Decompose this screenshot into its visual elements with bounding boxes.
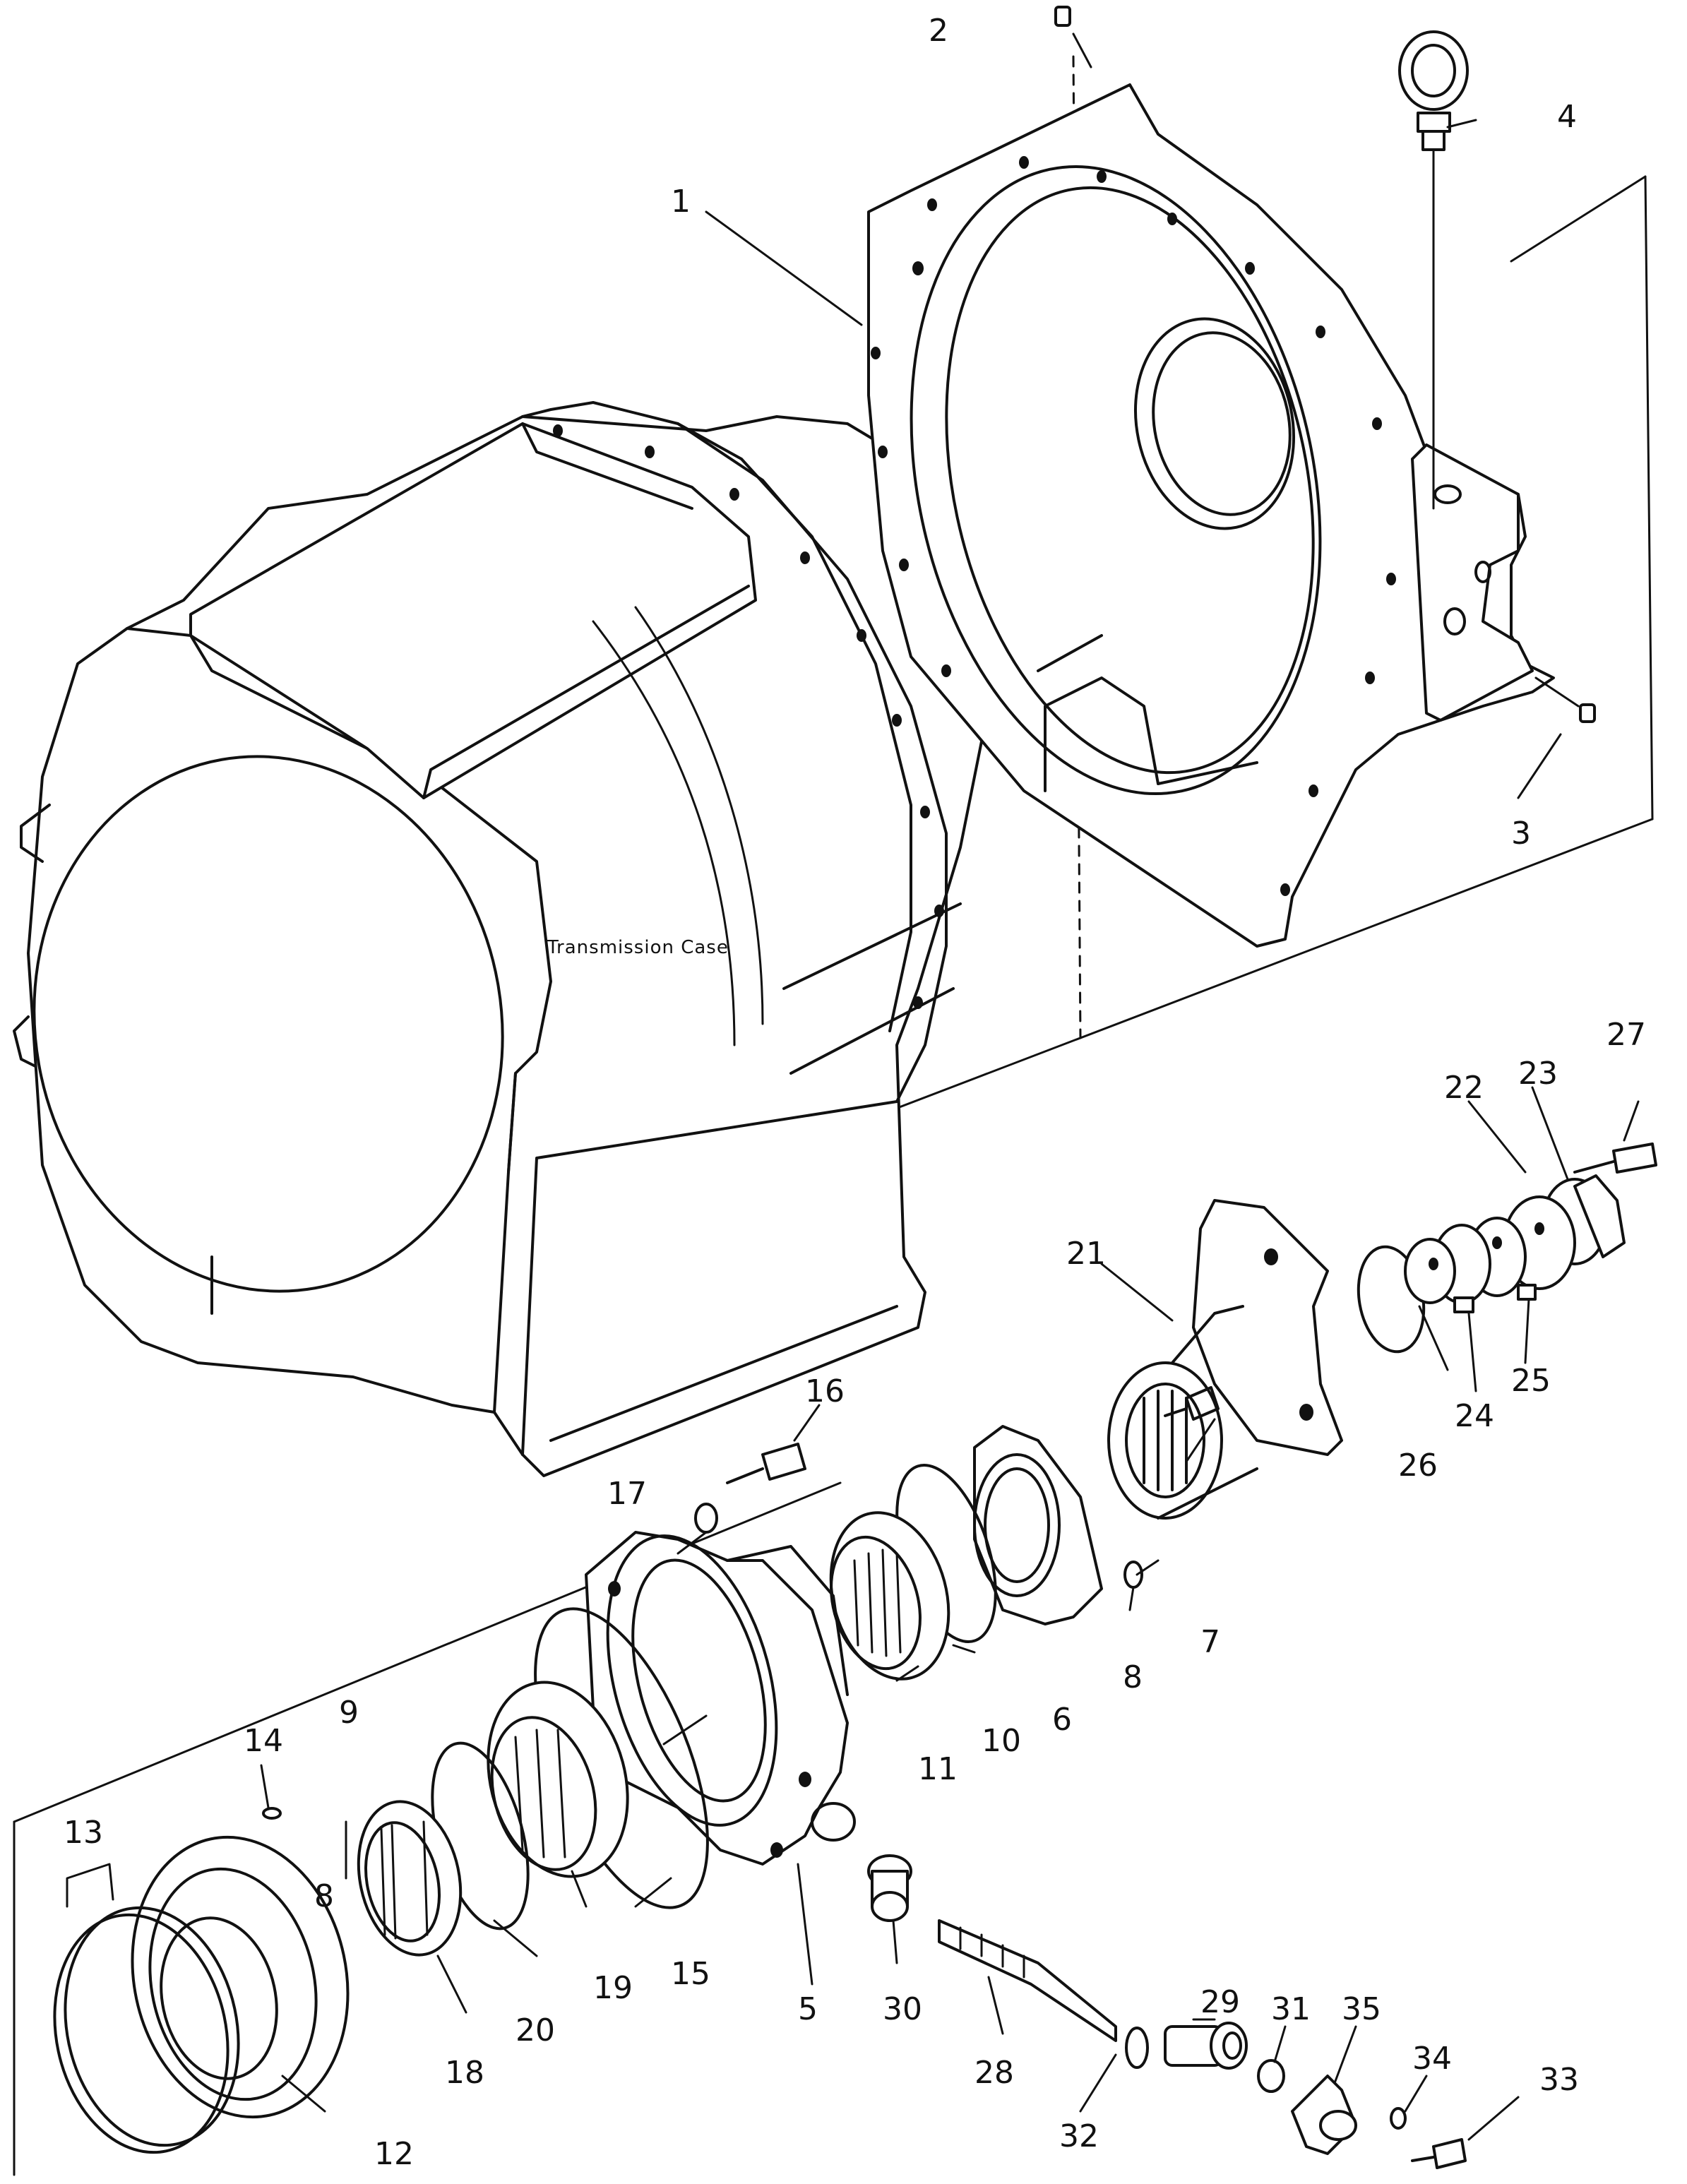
transmission-case: Transmission Case	[13, 401, 990, 1477]
part-2-plug	[1054, 6, 1092, 68]
callout-32: 32	[1059, 2118, 1099, 2154]
callout-7: 7	[1200, 1624, 1220, 1660]
callout-24: 24	[1455, 1398, 1494, 1434]
part-14-key	[262, 1807, 282, 1820]
part-32-o-ring	[1125, 2027, 1149, 2069]
callout-5: 5	[798, 1991, 818, 2027]
part-11-bearing	[829, 1511, 950, 1681]
callout-numbers: 1 2 3 4 21 22 23 27 25 24 26 16 17 7 8 6…	[64, 13, 1646, 2172]
part-21-yoke	[1107, 1199, 1343, 1520]
transmission-case-label: Transmission Case	[547, 937, 729, 958]
callout-14: 14	[244, 1723, 283, 1759]
callout-16: 16	[805, 1373, 845, 1409]
part-29-sleeve	[1164, 2022, 1248, 2070]
callout-19: 19	[593, 1970, 633, 2006]
part-7-bolt	[1164, 1386, 1220, 1421]
leader-lines	[260, 119, 1569, 2141]
callout-23: 23	[1518, 1056, 1558, 1092]
callout-26: 26	[1398, 1448, 1438, 1484]
callout-17: 17	[607, 1476, 647, 1512]
callout-8: 8	[1123, 1659, 1143, 1695]
callout-28: 28	[974, 2055, 1014, 2091]
part-8-washer	[1123, 1561, 1143, 1589]
callout-30: 30	[883, 1991, 922, 2027]
part-34-washer	[1390, 2107, 1407, 2130]
part-35-cover	[1291, 2075, 1357, 2155]
callout-4: 4	[1557, 99, 1577, 135]
part-5-carrier	[585, 1531, 856, 1866]
callout-20: 20	[515, 2012, 555, 2048]
callout-9: 9	[339, 1695, 359, 1731]
callout-29: 29	[1200, 1984, 1240, 2020]
part-6-retainer	[973, 1425, 1103, 1625]
part-31-nut	[1257, 2059, 1285, 2093]
part-16-bolt	[726, 1404, 821, 1484]
part-27-bolt	[1573, 1100, 1657, 1174]
callout-15: 15	[671, 1956, 710, 1992]
callout-33: 33	[1539, 2062, 1579, 2098]
callout-34: 34	[1412, 2041, 1452, 2077]
callout-1: 1	[671, 184, 691, 220]
callout-22: 22	[1444, 1070, 1484, 1106]
callout-2: 2	[929, 13, 948, 49]
callout-18: 18	[445, 2055, 484, 2091]
callout-11: 11	[918, 1751, 958, 1787]
part-33-bolt	[1411, 2138, 1467, 2169]
part-1-housing	[867, 83, 1555, 948]
callout-3: 3	[1511, 816, 1531, 852]
callout-8b: 8	[314, 1878, 334, 1914]
callout-21: 21	[1066, 1236, 1106, 1272]
callout-6: 6	[1052, 1702, 1072, 1738]
part-3-plug	[1534, 676, 1596, 723]
part-18-seal-sleeve	[357, 1800, 463, 1957]
centre-axis-line	[1072, 55, 1082, 1039]
callout-27: 27	[1606, 1017, 1646, 1053]
part-17-washer	[694, 1503, 718, 1534]
callout-12: 12	[374, 2136, 414, 2172]
callout-31: 31	[1271, 1991, 1311, 2027]
callout-13: 13	[64, 1815, 103, 1851]
callout-35: 35	[1342, 1991, 1381, 2027]
parts-22-25-plate-assembly	[1404, 1174, 1626, 1313]
part-13-seal-rings	[53, 1863, 240, 2154]
callout-25: 25	[1511, 1363, 1551, 1399]
part-4-eye-bolt	[1398, 30, 1469, 510]
part-12-piston	[131, 1835, 350, 2119]
part-30-bushing	[867, 1854, 912, 1922]
part-28-shaft	[938, 1919, 1117, 2042]
callout-10: 10	[982, 1723, 1021, 1759]
